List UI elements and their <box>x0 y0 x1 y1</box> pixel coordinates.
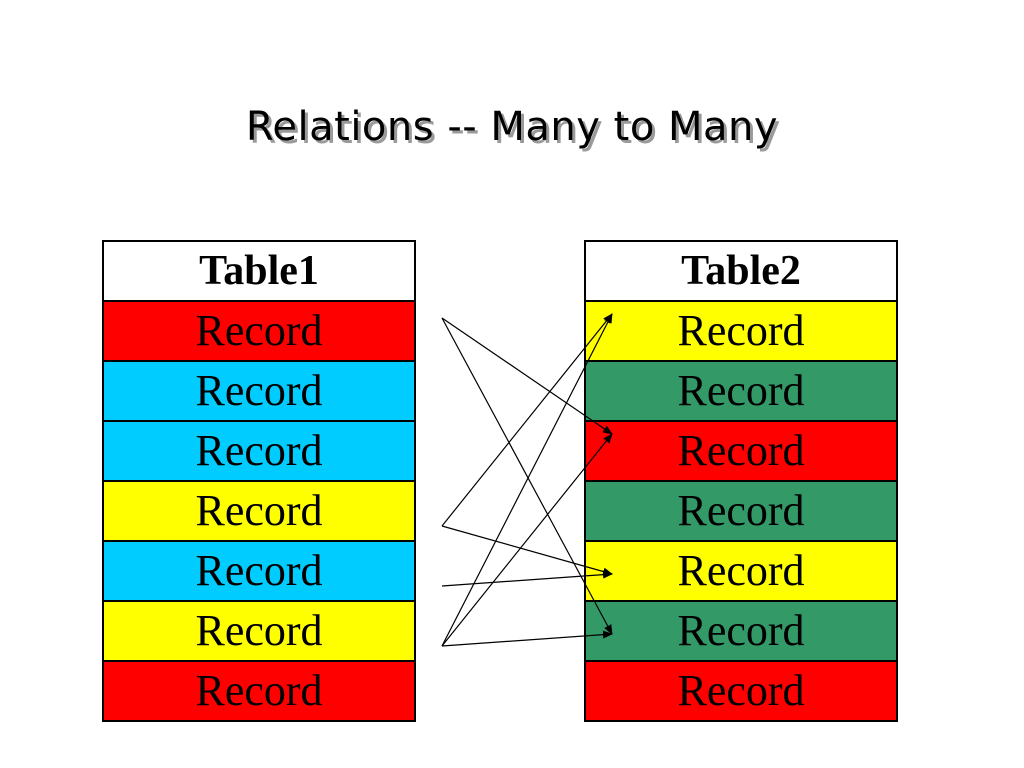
table2-record-2: Record <box>586 362 896 420</box>
slide-title: Relations -- Many to Many <box>245 104 779 150</box>
table2-record-5: Record <box>586 542 896 600</box>
table1-record-7: Record <box>104 662 414 720</box>
table2-record-3: Record <box>586 422 896 480</box>
table1-record-2: Record <box>104 362 414 420</box>
table1-record-5: Record <box>104 542 414 600</box>
table2-record-6: Record <box>586 602 896 660</box>
table1-record-3: Record <box>104 422 414 480</box>
table2-record-7: Record <box>586 662 896 720</box>
table1-record-6: Record <box>104 602 414 660</box>
table1-header: Table1 <box>104 242 414 300</box>
table1: Table1 Record Record Record Record Recor… <box>102 240 416 722</box>
table2: Table2 Record Record Record Record Recor… <box>584 240 898 722</box>
table2-record-1: Record <box>586 302 896 360</box>
table1-record-1: Record <box>104 302 414 360</box>
table2-header: Table2 <box>586 242 896 300</box>
table1-record-4: Record <box>104 482 414 540</box>
table2-record-4: Record <box>586 482 896 540</box>
